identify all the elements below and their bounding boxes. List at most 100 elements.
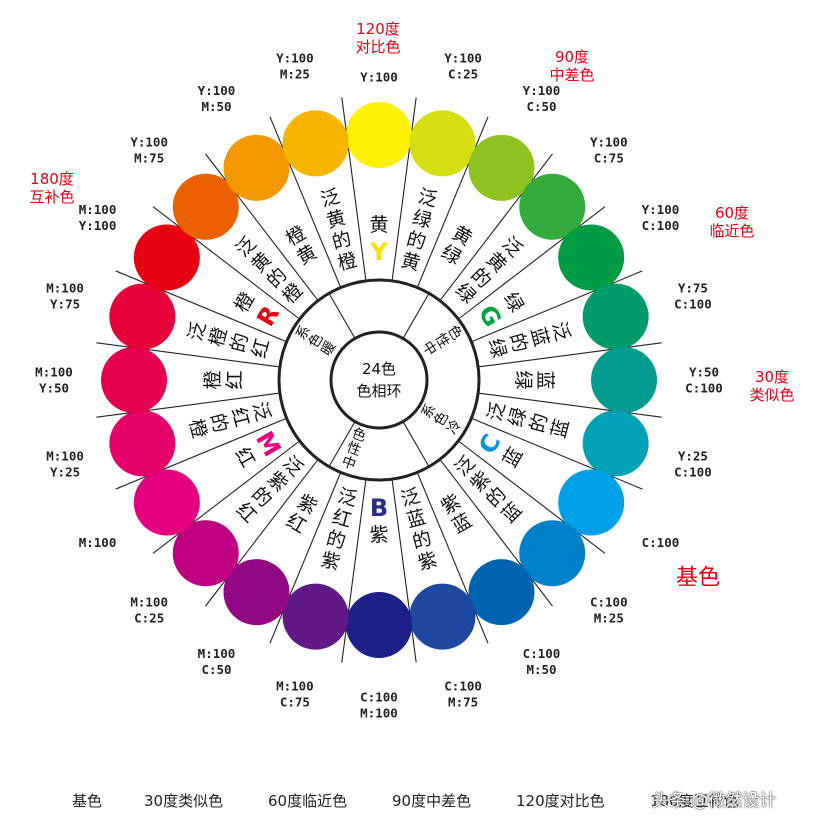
cmyk-label: M:100 <box>46 280 84 295</box>
cmyk-label: M:25 <box>594 610 624 625</box>
ring-divider <box>402 421 430 467</box>
sector-label-char: 黄 <box>399 249 423 275</box>
ring-divider <box>402 293 430 339</box>
color-dot-14 <box>223 559 290 626</box>
center-circle <box>329 330 429 430</box>
color-dot-2 <box>468 134 535 201</box>
watermark-text: 头条 @微然设计 <box>652 791 777 811</box>
cmyk-label: C:75 <box>280 694 310 709</box>
color-dot-17 <box>109 410 176 477</box>
sector-divider <box>341 97 367 281</box>
ring-label-char: 中 <box>339 454 358 474</box>
sector-label-char: 橙 <box>335 249 359 275</box>
cmyk-label: M:75 <box>134 151 164 166</box>
cmyk-label-yellow: Y:100 <box>360 70 398 85</box>
sector-divider <box>269 116 342 288</box>
sector-divider <box>391 97 417 281</box>
annotation-sub-3: 类似色 <box>749 386 794 404</box>
sector-label-char: 橙 <box>184 417 210 441</box>
cmyk-label: M:100 <box>276 678 314 693</box>
sector-label-char: 蓝 <box>534 370 556 389</box>
cmyk-label: C:25 <box>448 67 478 82</box>
sector-divider <box>439 459 553 607</box>
legend-180: 180度互补色 <box>650 792 739 810</box>
hue-letter-R: R <box>251 301 284 331</box>
annotation-title-1: 90度 <box>555 48 589 66</box>
cmyk-label: Y:100 <box>642 202 680 217</box>
ring-divider <box>328 421 356 467</box>
cmyk-label: C:100 <box>674 465 712 480</box>
color-dot-23 <box>282 110 349 177</box>
sector-divider <box>471 270 643 343</box>
sector-label-char: 红 <box>248 336 274 360</box>
cmyk-label: Y:100 <box>130 135 168 150</box>
sector-divider <box>458 440 606 554</box>
legend-30: 30度类似色 <box>144 792 224 810</box>
annotation-sub-2: 临近色 <box>709 222 754 240</box>
annotation-sub-1: 中差色 <box>549 66 594 84</box>
color-dot-22 <box>223 134 290 201</box>
cmyk-label: C:50 <box>201 662 231 677</box>
cmyk-label: M:25 <box>280 67 310 82</box>
sector-label-char: 紫 <box>416 549 440 575</box>
color-dot-10 <box>468 559 535 626</box>
sector-label-char: 红 <box>224 370 246 389</box>
sector-label-char: 紫 <box>318 549 342 575</box>
sector-label-char: 绿 <box>484 336 510 360</box>
cmyk-label: C:100 <box>642 218 680 233</box>
cmyk-label: C:50 <box>526 99 556 114</box>
cmyk-label: M:100 <box>79 535 117 550</box>
color-dot-3 <box>519 173 586 240</box>
sector-divider <box>341 479 367 663</box>
cmyk-label: C:75 <box>594 151 624 166</box>
ring-label-char: 色 <box>350 425 369 446</box>
ring-divider <box>328 293 356 339</box>
annotation-title-4: 基色 <box>676 566 720 591</box>
hue-letter-B: B <box>370 494 388 522</box>
ring-label-char: 性 <box>344 440 363 460</box>
hue-letter-G: G <box>473 300 507 331</box>
color-dot-9 <box>519 520 586 587</box>
cmyk-label: C:100 <box>674 296 712 311</box>
sector-divider <box>205 153 319 301</box>
color-dot-5 <box>582 283 649 350</box>
cmyk-label: C:100 <box>360 690 398 705</box>
center-title-line2: 色相环 <box>356 382 401 400</box>
sector-label-char: 蓝 <box>548 417 574 441</box>
color-dot-16 <box>133 469 200 536</box>
color-dot-18 <box>101 347 167 413</box>
cmyk-label: M:50 <box>201 99 231 114</box>
sector-divider <box>416 116 489 288</box>
cmyk-label: M:100 <box>198 646 236 661</box>
cmyk-label: M:100 <box>130 594 168 609</box>
cmyk-label: Y:100 <box>276 51 314 66</box>
cmyk-label: Y:100 <box>198 83 236 98</box>
color-dot-8 <box>558 469 625 536</box>
color-dot-19 <box>109 283 176 350</box>
color-dot-7 <box>582 410 649 477</box>
cmyk-label: M:100 <box>79 202 117 217</box>
sector-label-char: 紫 <box>369 524 388 546</box>
sector-divider <box>416 472 489 644</box>
sector-divider <box>115 417 287 490</box>
color-dot-11 <box>409 583 476 650</box>
annotation-title-2: 60度 <box>715 204 749 222</box>
cmyk-label: Y:100 <box>590 135 628 150</box>
annotation-title-5: 180度 <box>30 170 74 188</box>
cmyk-label: C:25 <box>134 610 164 625</box>
cmyk-label: M:50 <box>526 662 556 677</box>
cmyk-label: M:100 <box>46 449 84 464</box>
cmyk-label: Y:100 <box>523 83 561 98</box>
sector-divider <box>478 342 662 368</box>
cmyk-label: C:100 <box>444 678 482 693</box>
sector-divider <box>115 270 287 343</box>
center-title-line1: 24色 <box>362 360 396 378</box>
sector-divider <box>152 206 300 320</box>
cmyk-label: Y:100 <box>444 51 482 66</box>
sector-divider <box>205 459 319 607</box>
color-dot-6 <box>591 347 657 413</box>
sector-divider <box>391 479 417 663</box>
cmyk-label: Y:75 <box>678 280 708 295</box>
sector-divider <box>458 206 606 320</box>
